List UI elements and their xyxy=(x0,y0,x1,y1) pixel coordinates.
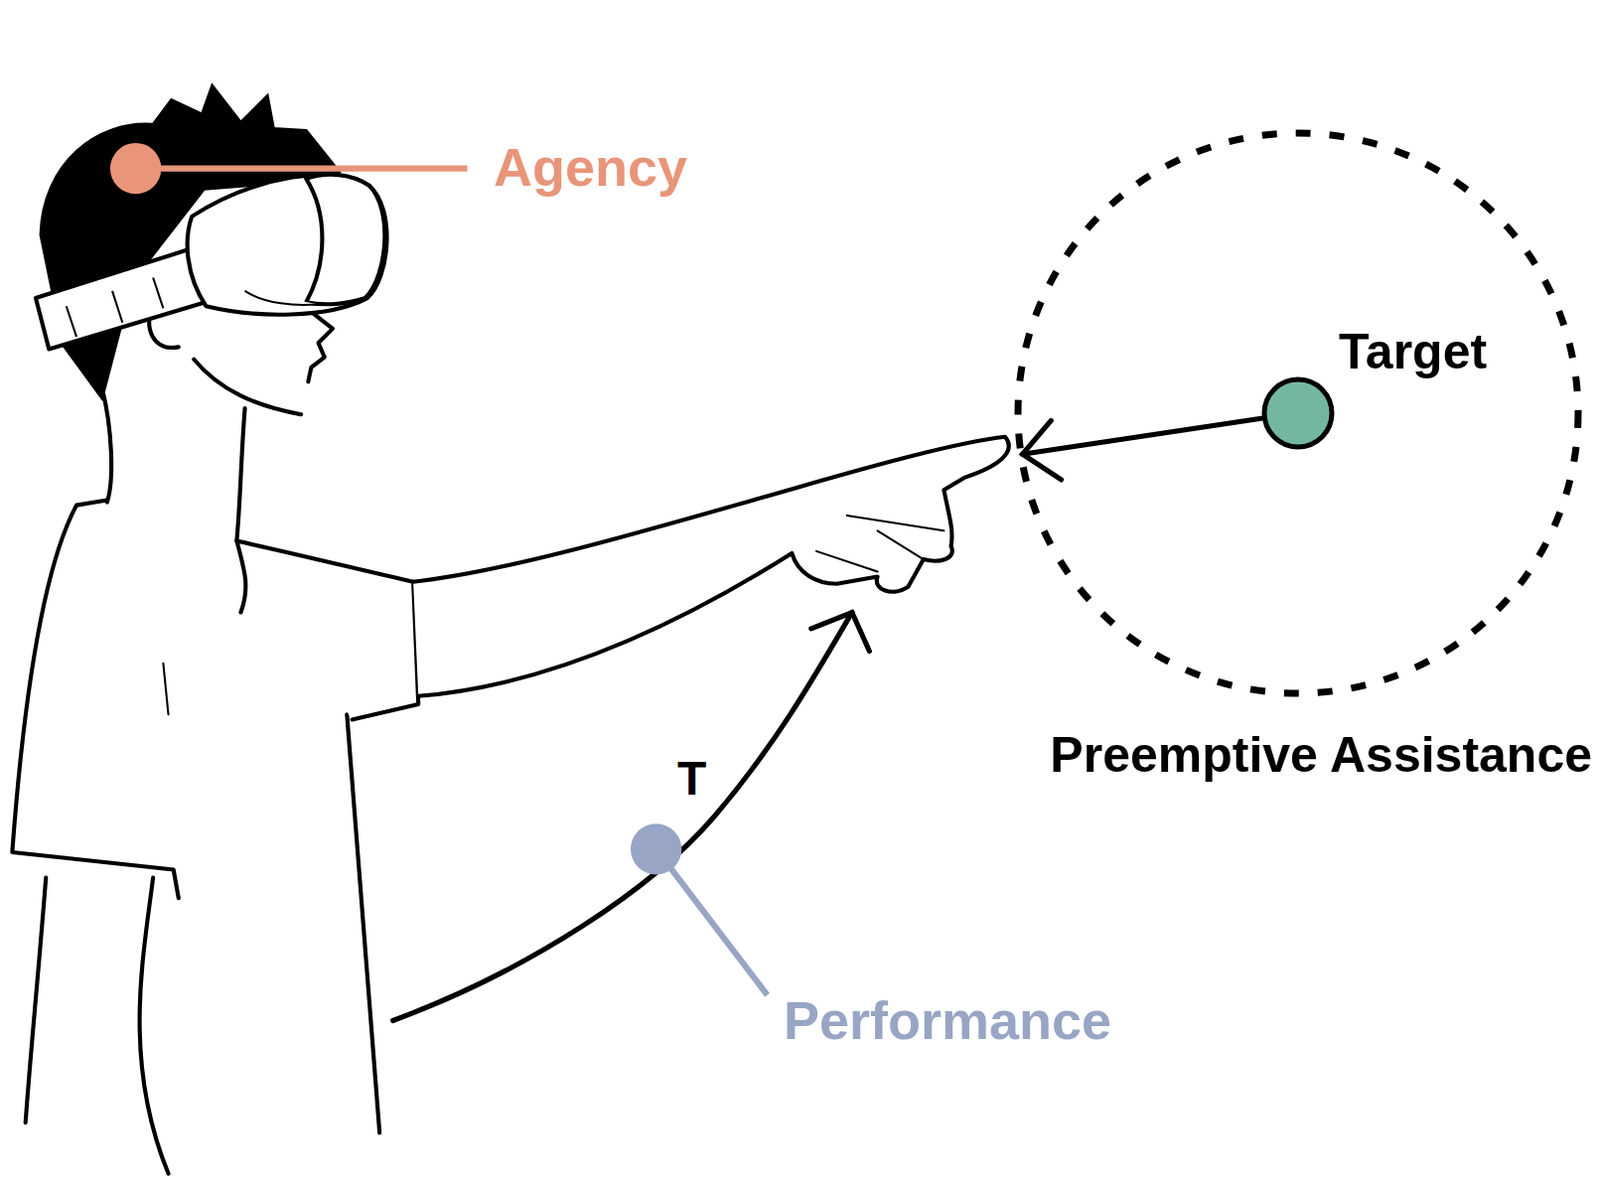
trajectory-arrow xyxy=(393,612,871,1021)
node-label: Preemptive Assistance xyxy=(1049,727,1593,783)
agency-dot xyxy=(110,143,161,194)
performance-dot xyxy=(630,823,682,874)
target-circle-outline xyxy=(1261,376,1335,450)
node-label: Target xyxy=(1338,324,1487,380)
target-circle: Target xyxy=(1261,376,1335,450)
assistance-region: Preemptive Assistance Target xyxy=(1014,129,1593,815)
assist-arrow xyxy=(1021,418,1261,480)
agency-label: Agency xyxy=(493,138,688,197)
target-dot xyxy=(1264,379,1332,447)
leader-line xyxy=(656,849,768,996)
assistance-region-outline xyxy=(1014,129,1593,815)
dashed-circle xyxy=(1018,133,1579,694)
vr-headset xyxy=(35,174,388,350)
leader-line xyxy=(136,164,468,171)
variable-label: T xyxy=(677,752,707,806)
performance-label: Performance xyxy=(783,991,1112,1050)
